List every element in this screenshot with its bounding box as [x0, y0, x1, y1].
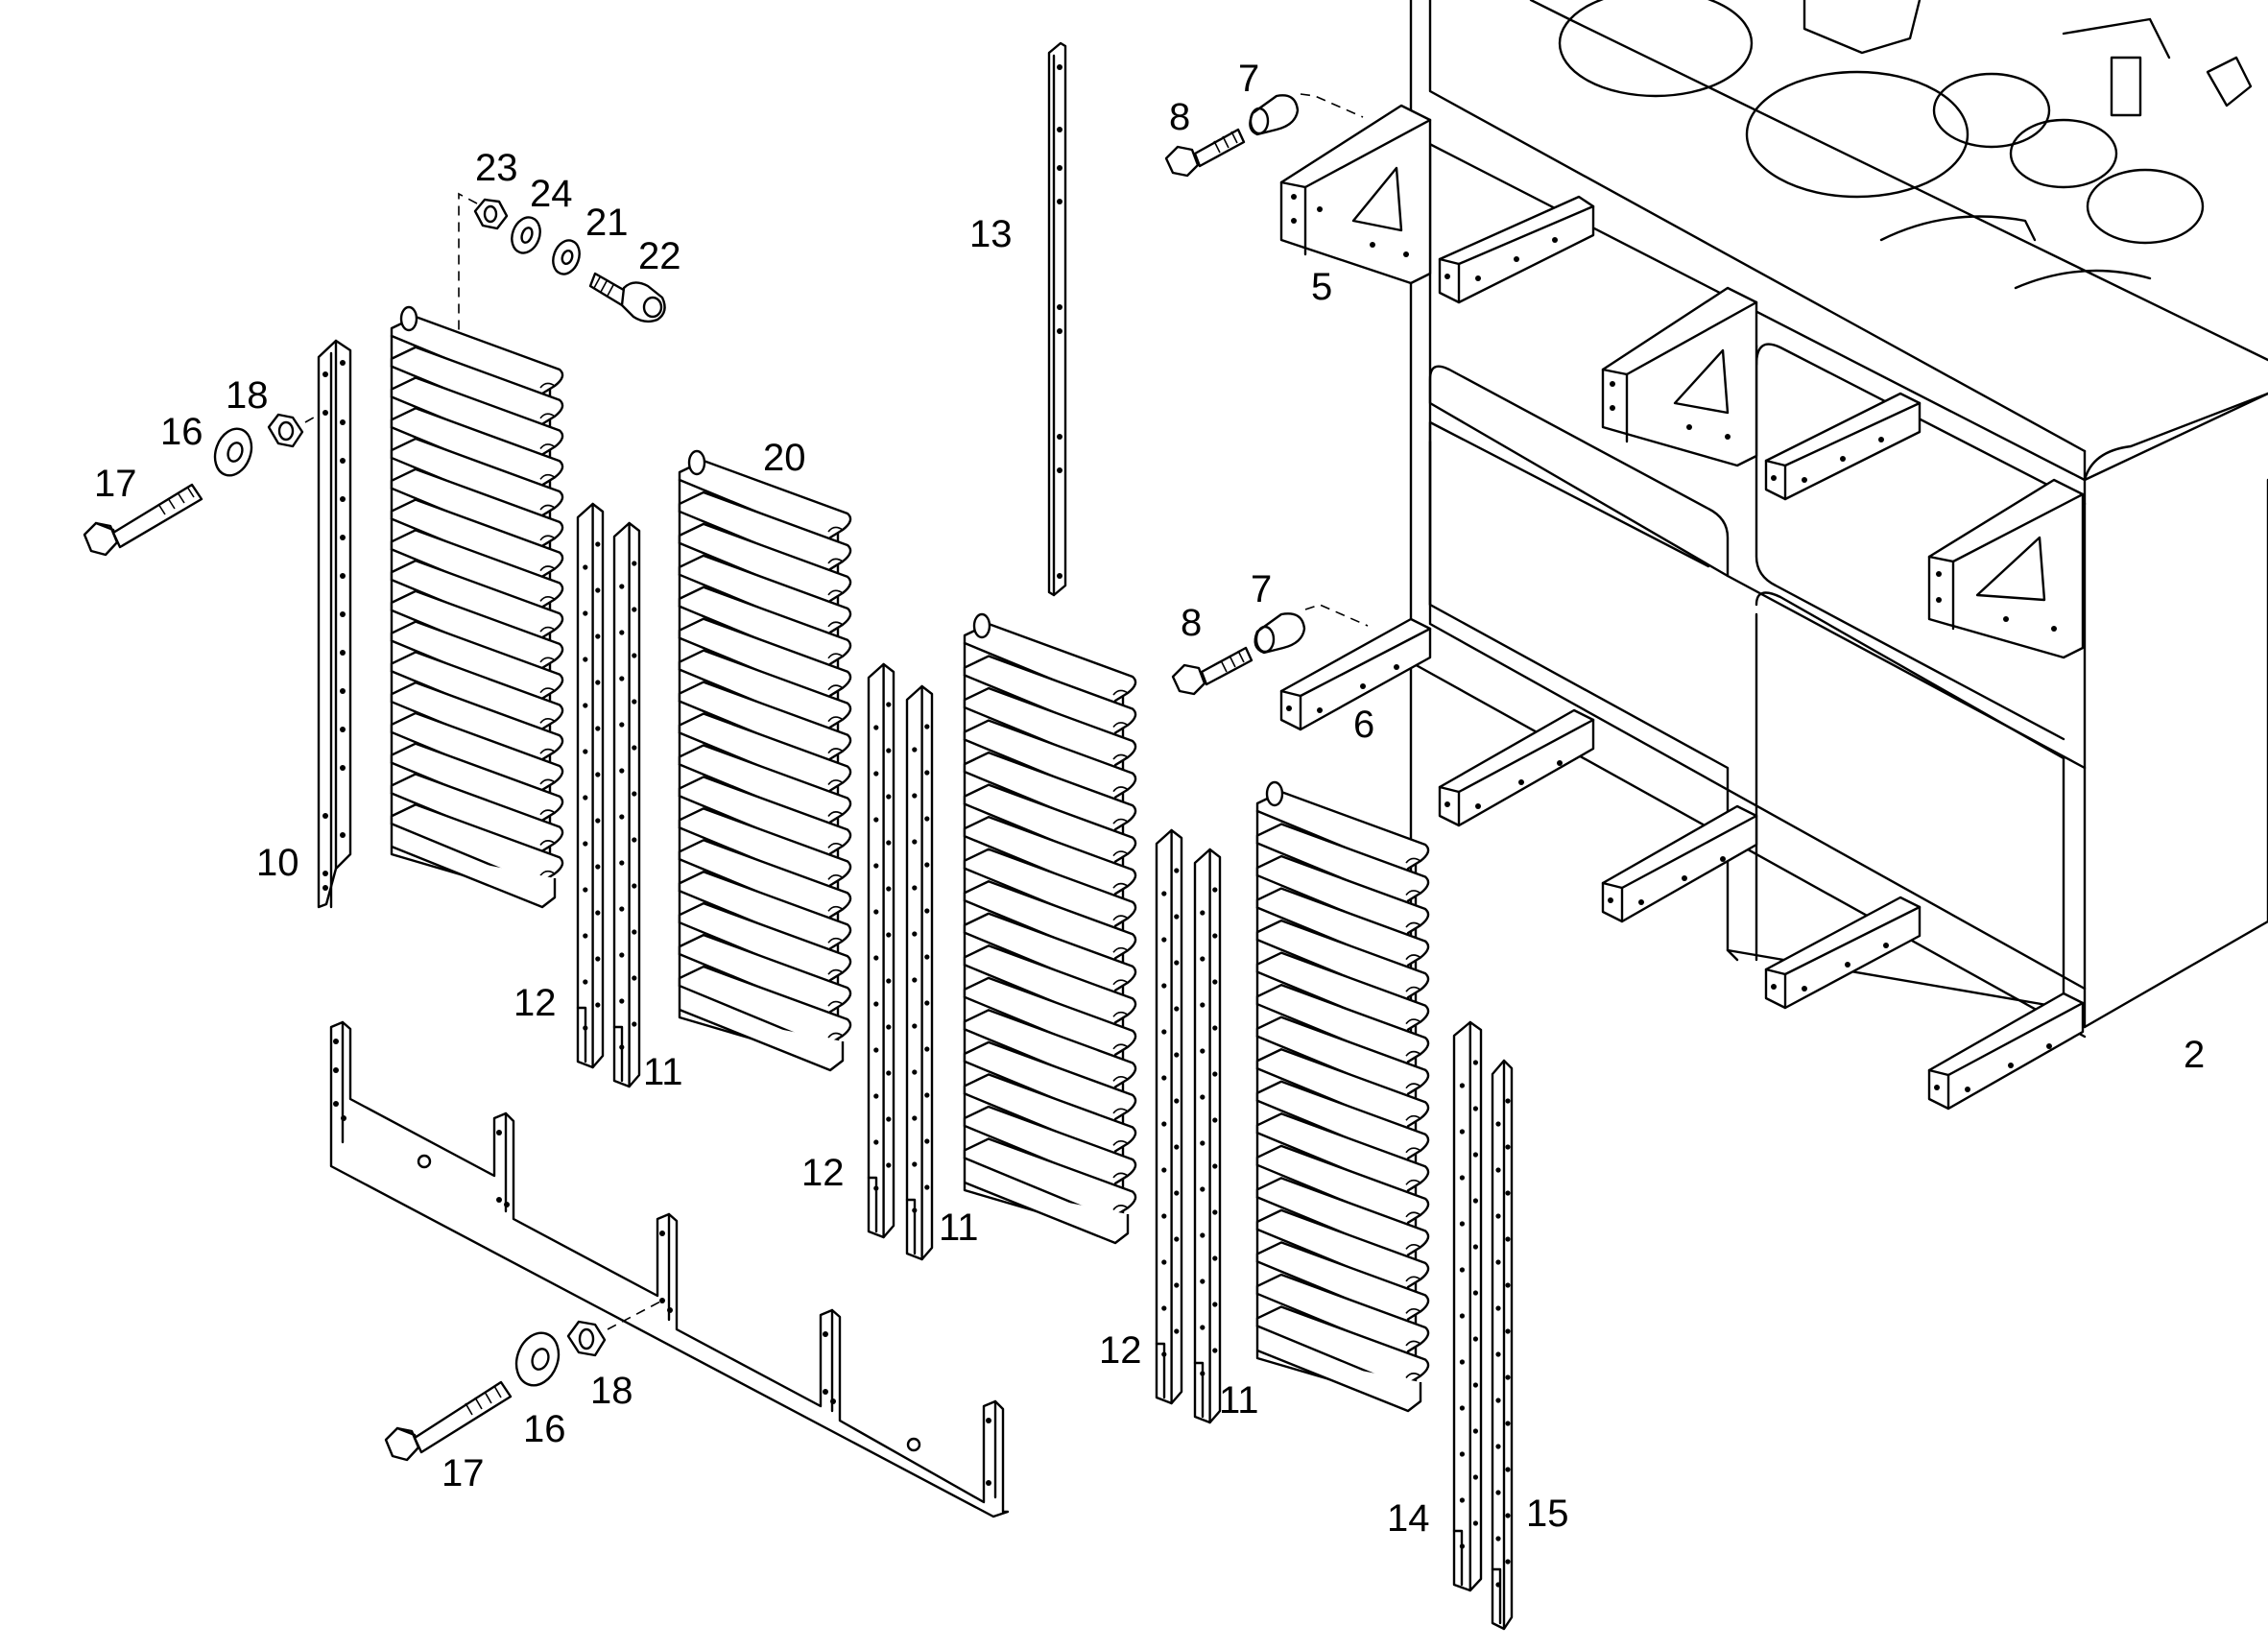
label-part-11-a: 11: [643, 1051, 683, 1093]
label-part-21: 21: [585, 202, 629, 244]
strip-11-c: [1193, 848, 1222, 1424]
mounting-strips: [576, 502, 1514, 1631]
label-part-8-upper: 8: [1169, 96, 1190, 138]
label-part-18-upper: 18: [226, 374, 269, 417]
strip-12-b: [867, 662, 895, 1239]
leader-upper-bolt: [304, 414, 320, 423]
strip-11-b: [905, 684, 934, 1261]
label-part-15: 15: [1526, 1493, 1569, 1535]
label-part-12-c: 12: [1099, 1329, 1142, 1372]
louver-panel-2: [678, 449, 852, 1072]
strip-15: [1491, 1059, 1514, 1631]
strip-12-c: [1155, 828, 1183, 1405]
label-part-16-lower: 16: [523, 1408, 566, 1450]
bolt-8-upper: [1164, 128, 1246, 178]
strip-14: [1452, 1020, 1483, 1592]
label-part-10: 10: [256, 842, 299, 884]
label-part-8-lower: 8: [1181, 602, 1202, 644]
leader-upper-spacer: [1300, 93, 1364, 118]
housing-part-2: [1279, 0, 2268, 1111]
washer-16-lower: [514, 1331, 561, 1387]
channel-part-10: [317, 339, 352, 909]
label-part-23: 23: [475, 147, 518, 189]
louver-panel-3: [963, 612, 1137, 1245]
leader-lower-bolt: [607, 1300, 663, 1330]
louver-panels: [390, 305, 1430, 1413]
leader-top-fasteners: [458, 192, 478, 331]
spacer-7-lower: [1253, 612, 1306, 655]
nut-23: [473, 198, 509, 230]
part-labels: 2 5 6 7 7 8 8 10 11 11 11 12 12 12 13 14…: [94, 58, 2205, 1540]
label-part-7-lower: 7: [1251, 568, 1272, 610]
label-part-20: 20: [763, 437, 806, 479]
washer-16-upper: [213, 427, 253, 477]
label-part-12-b: 12: [801, 1152, 845, 1194]
label-part-2: 2: [2184, 1034, 2205, 1076]
label-part-7-upper: 7: [1238, 58, 1259, 100]
strip-12-a: [576, 502, 605, 1069]
label-part-17-upper: 17: [94, 463, 137, 505]
bolt-17-lower: [384, 1380, 513, 1462]
label-part-13: 13: [969, 213, 1013, 255]
label-part-17-lower: 17: [442, 1452, 485, 1494]
label-part-5: 5: [1311, 266, 1332, 308]
leader-lower-spacer: [1304, 604, 1369, 627]
label-part-11-c: 11: [1219, 1379, 1259, 1422]
label-part-16-upper: 16: [160, 411, 203, 453]
brackets-bottom-row: [1279, 617, 2085, 1111]
label-part-6: 6: [1353, 704, 1374, 746]
label-part-18-lower: 18: [590, 1370, 633, 1412]
label-part-11-b: 11: [939, 1207, 979, 1249]
brackets-top-row: [1279, 104, 2085, 659]
nut-18-lower: [566, 1320, 607, 1357]
screw-22: [588, 272, 666, 323]
washer-24: [511, 216, 541, 254]
label-part-12-a: 12: [513, 982, 557, 1024]
label-part-24: 24: [530, 173, 573, 215]
label-part-22: 22: [638, 235, 681, 277]
base-rail: [329, 1020, 1010, 1518]
spacer-7-upper: [1249, 94, 1300, 136]
washer-21: [552, 239, 581, 275]
louver-panel-1: [390, 305, 564, 909]
bolt-8-lower: [1171, 646, 1253, 696]
bolt-17-upper: [83, 483, 203, 557]
strip-11-a: [612, 521, 641, 1088]
bar-part-13: [1047, 41, 1067, 597]
louver-panel-4: [1255, 780, 1430, 1413]
label-part-14: 14: [1387, 1497, 1430, 1540]
nut-18-upper: [267, 413, 304, 448]
